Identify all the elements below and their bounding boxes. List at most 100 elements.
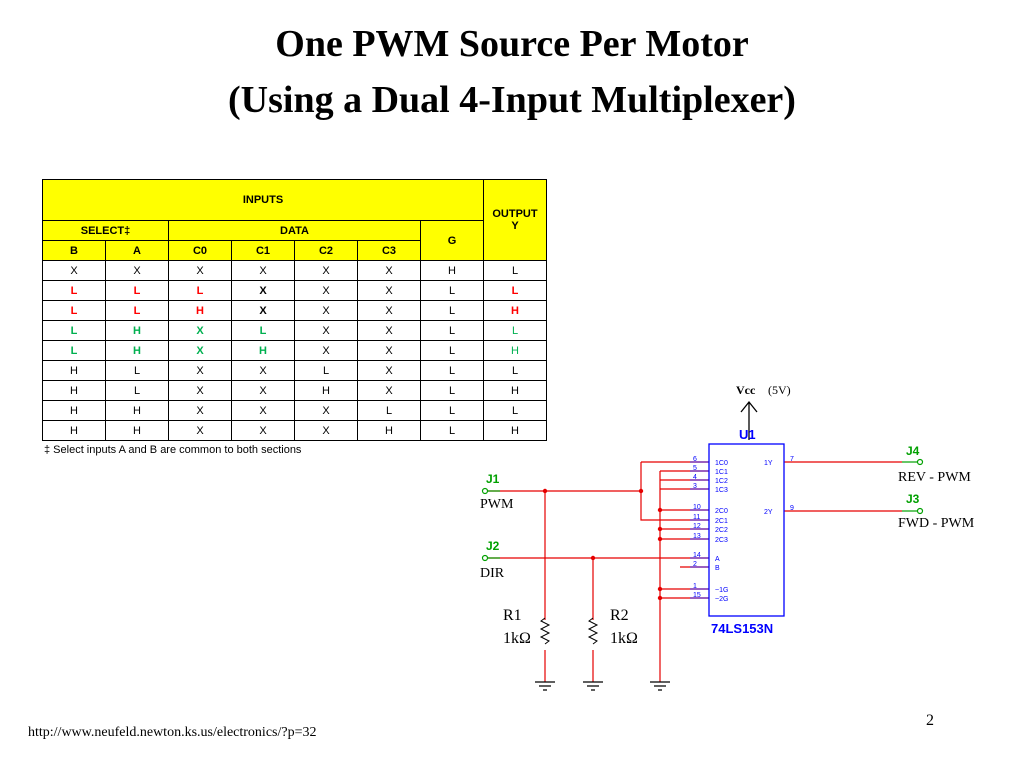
chip-pin-label: 1C0 xyxy=(715,460,728,467)
slide-title-line1: One PWM Source Per Motor xyxy=(275,23,749,65)
chip-pins: 1C061C151C241C332C0102C1112C2122C313A14B… xyxy=(690,456,794,603)
wire-c-low-bus xyxy=(659,470,709,598)
chip-pin-number: 9 xyxy=(790,505,794,512)
slide-title-line2: (Using a Dual 4-Input Multiplexer) xyxy=(228,79,796,121)
column-header-c2: C2 xyxy=(294,240,358,261)
chip-pin-number: 15 xyxy=(693,592,701,599)
j3-ref: J3 xyxy=(906,492,920,506)
table-cell: X xyxy=(231,420,295,441)
j4-pin-icon[interactable] xyxy=(916,458,924,466)
chip-pin-number: 3 xyxy=(693,483,697,490)
table-cell: L xyxy=(420,420,484,441)
junction-dot xyxy=(657,526,663,532)
chip-body xyxy=(708,443,785,617)
chip-pin-label: ~1G xyxy=(715,587,728,594)
resistor-r1-icon xyxy=(539,617,551,645)
chip-pin-number: 14 xyxy=(693,552,701,559)
chip-pin-label: 2C0 xyxy=(715,508,728,515)
select-header: SELECT‡ xyxy=(42,220,169,241)
j4-ref: J4 xyxy=(906,444,920,458)
r1-ref: R1 xyxy=(503,607,522,624)
j4-label: REV - PWM xyxy=(898,470,971,485)
output-sub-label: Y xyxy=(511,220,519,232)
chip-pin-label: 2C3 xyxy=(715,537,728,544)
j2-ref: J2 xyxy=(486,539,500,553)
r2-ref: R2 xyxy=(610,607,629,624)
ground-icon xyxy=(535,681,555,691)
table-cell: H xyxy=(105,420,169,441)
junction-dot xyxy=(638,488,644,494)
chip-pin-number: 2 xyxy=(693,561,697,568)
vcc-arrow-icon xyxy=(740,400,758,440)
chip-part: 74LS153N xyxy=(711,621,773,636)
wire-c-low-taps xyxy=(660,479,709,540)
column-header-c3: C3 xyxy=(357,240,421,261)
wire-pwm-2c0 xyxy=(640,462,709,521)
j3-pin-icon[interactable] xyxy=(916,507,924,515)
junction-dot xyxy=(542,488,548,494)
output-label: OUTPUT xyxy=(492,208,538,220)
j1-ref: J1 xyxy=(486,472,500,486)
inputs-header: INPUTS xyxy=(42,179,484,221)
j2-pin-icon[interactable] xyxy=(481,554,489,562)
chip-pin-label: 1C2 xyxy=(715,478,728,485)
wire-enable-ties xyxy=(660,588,709,599)
vcc-label: Vcc xyxy=(736,383,756,397)
junction-dot xyxy=(657,595,663,601)
r1-value: 1kΩ xyxy=(503,630,531,647)
table-cell: X xyxy=(168,420,232,441)
chip-pin-label: 1Y xyxy=(764,460,773,467)
chip-pin-label: B xyxy=(715,565,720,572)
chip-pin-label: 1C1 xyxy=(715,469,728,476)
j3-label: FWD - PWM xyxy=(898,516,975,531)
chip-pin-number: 10 xyxy=(693,504,701,511)
chip-pin-label: A xyxy=(715,556,720,563)
j1-pin-icon[interactable] xyxy=(481,487,489,495)
chip-ref: U1 xyxy=(739,427,756,442)
junction-dot xyxy=(590,555,596,561)
junction-dot xyxy=(657,586,663,592)
source-url-link[interactable]: http://www.neufeld.newton.ks.us/electron… xyxy=(28,725,317,740)
r2-value: 1kΩ xyxy=(610,630,638,647)
connectors xyxy=(481,458,924,562)
junctions xyxy=(542,488,663,601)
chip-pin-number: 6 xyxy=(693,456,697,463)
wires xyxy=(488,461,902,682)
vcc-value: (5V) xyxy=(768,383,791,397)
chip-pin-label: 2Y xyxy=(764,509,773,516)
table-cell: H xyxy=(42,420,106,441)
ground-icon xyxy=(650,681,670,691)
chip-pin-number: 12 xyxy=(693,523,701,530)
chip-pin-label: 2C1 xyxy=(715,518,728,525)
chip-pin-number: 5 xyxy=(693,465,697,472)
chip-pin-number: 4 xyxy=(693,474,697,481)
chip-pin-label: ~2G xyxy=(715,596,728,603)
junction-dot xyxy=(657,507,663,513)
chip-pin-number: 1 xyxy=(693,583,697,590)
chip-pin-number: 7 xyxy=(790,456,794,463)
j2-label: DIR xyxy=(480,566,505,581)
data-header: DATA xyxy=(168,220,421,241)
resistor-r2-icon xyxy=(587,617,599,645)
chip-pin-label: 2C2 xyxy=(715,527,728,534)
page-number: 2 xyxy=(926,712,934,729)
table-cell: H xyxy=(483,420,547,441)
chip-pin-number: 13 xyxy=(693,533,701,540)
column-header-c0: C0 xyxy=(168,240,232,261)
junction-dot xyxy=(657,536,663,542)
ground-symbols xyxy=(535,681,670,691)
j1-label: PWM xyxy=(480,497,514,512)
ground-icon xyxy=(583,681,603,691)
chip-pin-label: 1C3 xyxy=(715,487,728,494)
column-header-c1: C1 xyxy=(231,240,295,261)
footnote: ‡ Select inputs A and B are common to bo… xyxy=(44,444,302,456)
resistors xyxy=(539,617,599,645)
